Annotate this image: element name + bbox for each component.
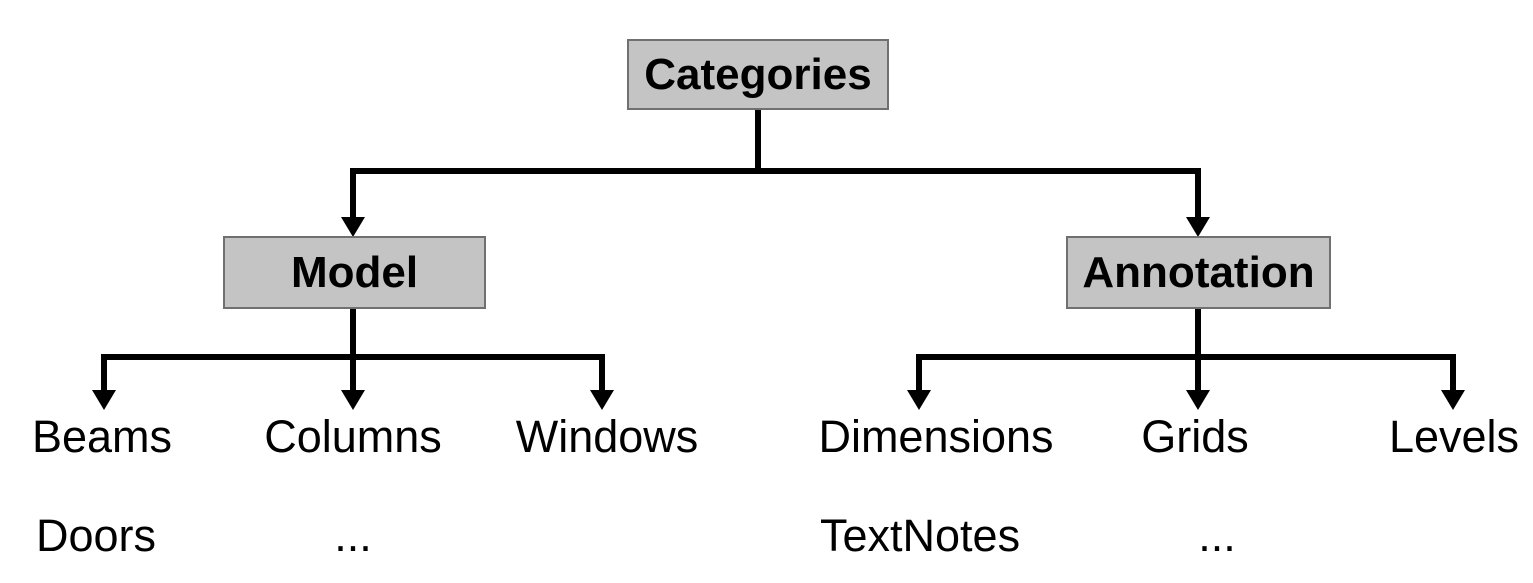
arrow-down-icon (590, 390, 614, 410)
leaf-windows: Windows (515, 411, 699, 462)
leaf-columns: Columns (264, 411, 442, 462)
leaf-doors: Doors (36, 510, 157, 561)
leaf-beams: Beams (31, 411, 173, 462)
arrow-down-icon (341, 217, 365, 237)
leaf-grids: Grids (1141, 411, 1249, 462)
leaf-ellipsis-model: ... (334, 510, 372, 561)
arrow-down-icon (1186, 217, 1210, 237)
leaf-levels: Levels (1388, 411, 1520, 462)
arrow-down-icon (907, 390, 931, 410)
edge-top-rail (350, 168, 1201, 220)
leaf-ellipsis-annotation: ... (1198, 510, 1236, 561)
arrow-down-icon (341, 390, 365, 410)
leaf-textnotes: TextNotes (820, 510, 1021, 561)
leaf-dimensions: Dimensions (818, 411, 1054, 462)
arrow-down-icon (1441, 390, 1465, 410)
arrow-down-icon (1186, 390, 1210, 410)
node-model: Model (223, 236, 486, 309)
node-annotation: Annotation (1066, 236, 1331, 309)
edge-annotation-rail (916, 354, 1456, 393)
node-categories: Categories (627, 39, 889, 110)
arrow-down-icon (92, 390, 116, 410)
